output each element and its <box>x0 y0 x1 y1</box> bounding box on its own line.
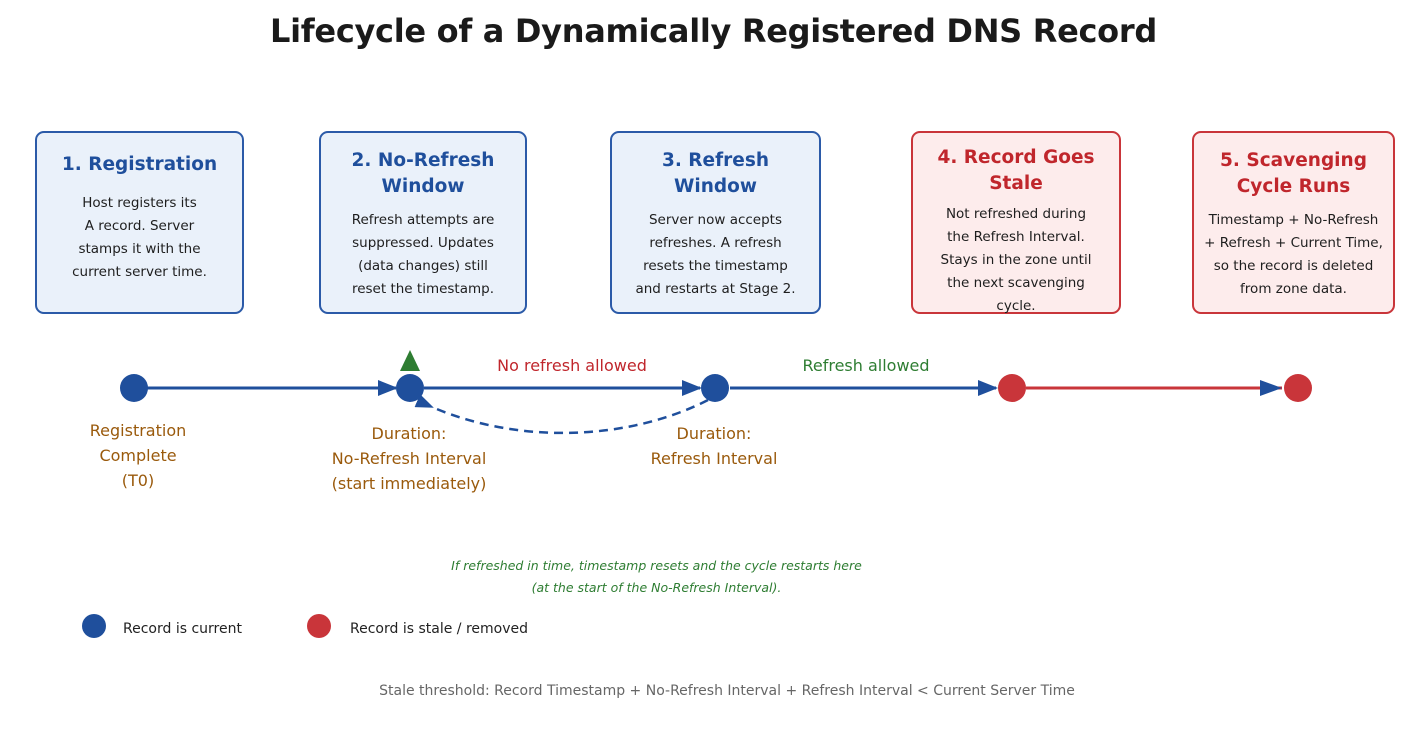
timeline-point-registration <box>120 374 148 402</box>
stage-desc-line: Host registers its <box>82 195 197 211</box>
stage-desc-line: stamps it with the <box>78 241 201 257</box>
segment-label-no-refresh: No refresh allowed <box>497 356 647 375</box>
diagram-title: Lifecycle of a Dynamically Registered DN… <box>270 12 1157 50</box>
stage-description: Not refreshed during the Refresh Interva… <box>927 203 1105 318</box>
point-label-line: (T0) <box>121 471 155 490</box>
stage-desc-line: and restarts at Stage 2. <box>635 281 796 297</box>
stage-title-line: 3. Refresh <box>661 150 770 171</box>
stage-title-line: Window <box>674 176 757 197</box>
segment-label-refresh: Refresh allowed <box>802 356 930 375</box>
legend-stale-dot-icon <box>307 614 331 638</box>
stage-card-registration: 1. Registration Host registers its A rec… <box>35 131 244 314</box>
stage-title-line: 2. No-Refresh <box>351 150 495 171</box>
stage-title-line: Stale <box>989 173 1043 194</box>
restart-note-line: (at the start of the No-Refresh Interval… <box>531 580 782 595</box>
restart-dashed-arrow <box>414 394 709 435</box>
stage-desc-line: reset the timestamp. <box>351 281 495 297</box>
timeline-point-no-refresh <box>396 374 424 402</box>
restart-note-line: If refreshed in time, timestamp resets a… <box>451 558 862 573</box>
stage-desc-line: from zone data. <box>1240 281 1347 297</box>
stage-desc-line: A record. Server <box>84 218 195 234</box>
stage-desc-line: Not refreshed during <box>945 206 1087 222</box>
stage-desc-line: refreshes. A refresh <box>649 235 782 251</box>
point-label-no-refresh: Duration: No-Refresh Interval (start imm… <box>332 421 487 496</box>
stage-description: Timestamp + No-Refresh + Refresh + Curre… <box>1204 209 1383 301</box>
stage-title-line: Cycle Runs <box>1236 176 1351 197</box>
stage-description: Host registers its A record. Server stam… <box>72 192 207 284</box>
stage-title: 1. Registration <box>61 154 218 175</box>
legend-current-label: Record is current <box>123 621 242 637</box>
timeline-point-scavenged <box>1284 374 1312 402</box>
stage-desc-line: so the record is deleted <box>1213 258 1374 274</box>
stage-desc-line: current server time. <box>72 264 207 280</box>
stage-desc-line: the Refresh Interval. <box>947 229 1085 245</box>
stage-desc-line: Stays in the zone until <box>940 252 1092 268</box>
stage-desc-line: Timestamp + No-Refresh <box>1208 212 1379 228</box>
stale-threshold-footer: Stale threshold: Record Timestamp + No-R… <box>379 683 1075 699</box>
restart-marker-triangle-icon <box>400 350 420 371</box>
stage-desc-line: Server now accepts <box>648 212 783 228</box>
point-label-line: (start immediately) <box>331 474 487 493</box>
point-label-line: Complete <box>99 446 177 465</box>
stage-desc-line: suppressed. Updates <box>352 235 494 251</box>
point-label-line: Duration: <box>371 424 447 443</box>
point-label-refresh: Duration: Refresh Interval <box>651 421 778 471</box>
point-label-registration: Registration Complete (T0) <box>90 418 186 493</box>
stage-desc-line: + Refresh + Current Time, <box>1204 235 1383 251</box>
stage-title-line: 4. Record Goes <box>937 147 1095 168</box>
point-label-line: Refresh Interval <box>650 449 778 468</box>
stage-title-line: 5. Scavenging <box>1220 150 1367 171</box>
stage-desc-line: Refresh attempts are <box>351 212 495 228</box>
timeline-arrowhead-stale <box>1260 380 1282 396</box>
legend-current-dot-icon <box>82 614 106 638</box>
point-label-line: Registration <box>89 421 187 440</box>
stage-desc-line: the next scavenging cycle. <box>947 275 1085 314</box>
legend-stale-label: Record is stale / removed <box>350 621 528 637</box>
stage-desc-line: resets the timestamp <box>643 258 788 274</box>
point-label-line: No-Refresh Interval <box>331 449 487 468</box>
stage-title-line: Window <box>381 176 465 197</box>
stage-description: Refresh attempts are suppressed. Updates… <box>352 209 495 301</box>
point-label-line: Duration: <box>676 424 752 443</box>
timeline-point-refresh <box>701 374 729 402</box>
restart-note: If refreshed in time, timestamp resets a… <box>0 555 1313 599</box>
stage-description: Server now accepts refreshes. A refresh … <box>635 209 795 301</box>
timeline-point-stale <box>998 374 1026 402</box>
stage-desc-line: (data changes) still <box>358 258 488 274</box>
